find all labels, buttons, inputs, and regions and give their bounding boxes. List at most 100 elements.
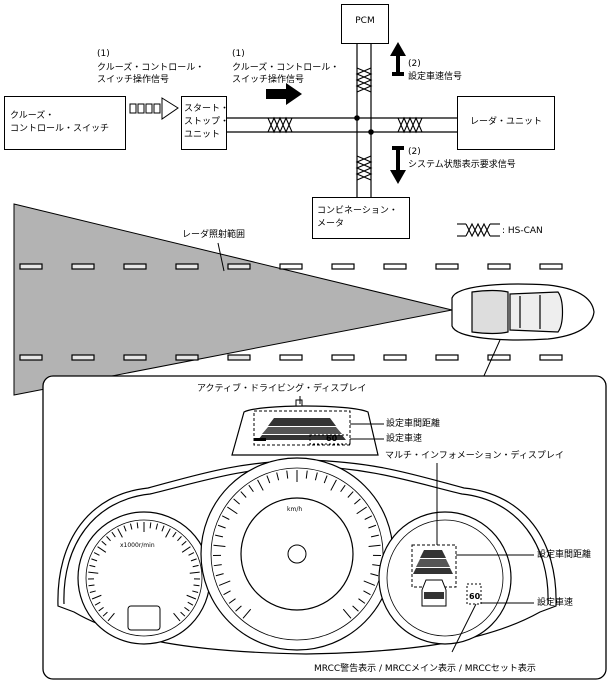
active-driving-display-label: アクティブ・ドライビング・ディスプレイ <box>197 384 367 394</box>
gauge-tick <box>323 475 328 484</box>
set-speed-label-hud: 設定車速 <box>386 434 423 444</box>
multi-info-display-graphic <box>378 511 512 645</box>
gauge-tick <box>314 472 318 481</box>
signal-arrows <box>266 42 406 184</box>
radar-unit-block: レーダ・ユニット <box>457 96 555 150</box>
gauge-tick <box>368 524 377 529</box>
gauge-tick <box>242 608 252 619</box>
hs-can-legend: : HS-CAN <box>502 226 543 236</box>
gauge-tick <box>358 598 366 604</box>
gauge-tick <box>248 484 254 493</box>
set-distance-label-hud: 設定車間距離 <box>386 419 441 429</box>
pcm-block: PCM <box>341 4 389 44</box>
gauge-tick <box>217 524 226 529</box>
gauge-tick <box>221 515 230 520</box>
gauge-tick <box>181 540 187 546</box>
signal-number-1-left: (1) <box>97 49 110 59</box>
pcm-label: PCM <box>355 16 375 26</box>
gauge-tick <box>136 522 139 529</box>
gauge-tick <box>218 580 231 586</box>
set-speed-signal-label: 設定車速信号 <box>408 72 463 82</box>
vehicle-icon <box>451 283 595 341</box>
speedometer-unit: km/h <box>287 506 303 513</box>
gauge-tick <box>88 584 95 587</box>
zoom-leader <box>482 339 501 379</box>
gauge-tick <box>93 552 100 556</box>
gauge-tick <box>364 515 373 520</box>
gauge-tick <box>276 472 280 481</box>
can-wiring <box>227 44 457 197</box>
signal-number-1-right: (1) <box>232 49 245 59</box>
cruise-switch-block: クルーズ・ コントロール・スイッチ <box>4 96 126 150</box>
gauge-tick <box>370 534 379 538</box>
gauge-tick <box>123 525 127 532</box>
gauge-tick <box>188 552 195 556</box>
radar-range-area <box>13 203 453 396</box>
switch-signal-arrow <box>129 97 179 120</box>
gauge-tick <box>106 536 111 542</box>
start-stop-unit-label: スタート・ ストップ・ ユニット <box>184 104 230 140</box>
gauge-tick <box>192 590 199 593</box>
signal-number-2-bottom: (2) <box>408 147 421 157</box>
tachometer-unit: x1000r/min <box>120 542 155 549</box>
gauge-tick <box>89 590 96 593</box>
gauge-tick <box>94 601 101 606</box>
gauge-tick <box>340 484 346 493</box>
gauge-tick <box>155 523 159 530</box>
gauge-tick <box>227 506 238 515</box>
gauge-tick <box>173 612 181 622</box>
gauge-tick <box>215 573 224 577</box>
mid-speed-value: 60 <box>469 592 481 601</box>
gauge-tick <box>372 564 381 567</box>
combination-meter-block: コンビネーション・ メータ <box>312 197 410 239</box>
gauge-tick <box>97 546 107 553</box>
gauge-tick <box>165 528 171 538</box>
gauge-tick <box>111 531 116 538</box>
gauge-tick <box>368 544 381 547</box>
gauge-tick <box>107 612 115 622</box>
radar-range-label: レーダ照射範囲 <box>182 230 246 240</box>
tachometer-gauge <box>77 511 211 645</box>
gauge-tick <box>215 534 224 538</box>
gauge-tick <box>240 491 247 498</box>
gauge-tick <box>190 558 197 562</box>
set-speed-label-mid: 設定車速 <box>537 598 574 608</box>
gauge-tick <box>286 470 289 479</box>
start-stop-unit-block: スタート・ ストップ・ ユニット <box>181 96 230 150</box>
cruise-signal-label-left: クルーズ・コントロール・ スイッチ操作信号 <box>97 63 205 85</box>
gauge-tick <box>177 536 182 542</box>
gauge-tick <box>305 470 308 479</box>
gauge-tick <box>181 546 191 553</box>
gauge-tick <box>233 498 240 505</box>
system-status-signal-label: システム状態表示要求信号 <box>408 160 516 170</box>
gauge-tick <box>91 594 102 600</box>
gauge-tick <box>189 571 200 574</box>
gauge-tick <box>266 475 271 484</box>
gauge-tick <box>117 528 123 538</box>
gauge-tick <box>161 525 165 532</box>
cruise-switch-label: クルーズ・ コントロール・スイッチ <box>10 111 110 134</box>
gauge-tick <box>193 584 200 587</box>
gauge-tick <box>187 601 194 606</box>
hud-graphic <box>231 399 379 456</box>
gauge-tick <box>102 611 108 617</box>
gauge-tick <box>370 573 379 577</box>
gauge-tick <box>192 564 199 568</box>
callout-lines <box>299 396 534 653</box>
gauge-tick <box>149 522 152 529</box>
gauge-tick <box>129 523 133 530</box>
multi-info-display-label: マルチ・インフォメーション・ディスプレイ <box>385 451 564 461</box>
gauge-tick <box>91 558 98 562</box>
hud-speed-value: 60 <box>326 434 338 443</box>
gauge-tick <box>98 606 104 612</box>
mrcc-indicator-caption: MRCC警告表示 / MRCCメイン表示 / MRCCセット表示 <box>314 664 536 674</box>
gauge-tick <box>180 611 186 617</box>
gauge-tick <box>213 564 222 567</box>
gauge-tick <box>223 590 231 596</box>
gauge-tick <box>88 571 99 574</box>
gauge-tick <box>363 580 376 586</box>
gauge-tick <box>184 606 190 612</box>
gauge-tick <box>356 506 367 515</box>
